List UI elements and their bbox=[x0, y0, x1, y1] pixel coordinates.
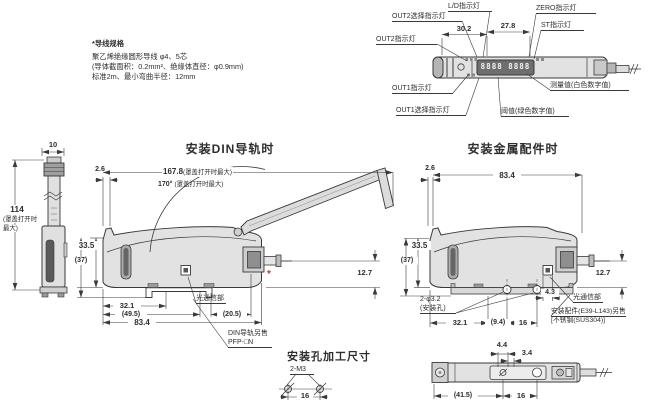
label-bracket-optical-port: 光通信部 bbox=[573, 294, 603, 304]
dim-front-height-note1: (罩盖打开时 bbox=[2, 216, 39, 224]
label-bracket-holes-line1: 2-φ3.2 bbox=[420, 296, 441, 303]
label-bracket-holes-line2: (安装孔) bbox=[420, 305, 456, 315]
dim-bracket-32-1: 32.1 bbox=[446, 318, 474, 328]
dim-din-83-4: 83.4 bbox=[128, 318, 156, 328]
dim-din-49-5: (49.5) bbox=[115, 310, 147, 319]
dim-top-27-8: 27.8 bbox=[500, 21, 516, 30]
dim-bracket-tab: 2.6 bbox=[425, 165, 435, 172]
figure-top-view bbox=[432, 10, 641, 117]
label-din-optical-port: 光通信部 bbox=[196, 295, 226, 305]
dim-din-open-angle: 170° (罩盖打开时最大) bbox=[158, 181, 223, 189]
wire-spec-line2: (导体截面积：0.2mm²、绝缘体直径：φ0.9mm) bbox=[92, 62, 244, 71]
cable-footnote-marker: * bbox=[267, 269, 271, 280]
figure-hole-layout bbox=[279, 373, 332, 400]
dim-bottom-16: 16 bbox=[512, 391, 530, 401]
wire-spec-title: *导线规格 bbox=[92, 39, 125, 48]
label-threshold-value: 阈值(绿色数字值) bbox=[501, 108, 569, 118]
dim-din-tab: 2.6 bbox=[95, 166, 105, 173]
dim-bottom-4-4: 4.4 bbox=[496, 340, 508, 349]
dim-din-body-height: 33.5 bbox=[75, 241, 98, 251]
dim-din-32-1: 32.1 bbox=[113, 301, 141, 311]
dim-front-width: 10 bbox=[48, 140, 58, 149]
dim-din-open-length-value: 167.8 bbox=[163, 167, 184, 176]
label-out1-select-indicator: OUT1选择指示灯 bbox=[396, 107, 466, 117]
dim-bracket-total-height: (37) bbox=[396, 257, 418, 266]
label-zero-indicator: ZERO指示灯 bbox=[536, 5, 596, 15]
dim-front-height: 114 bbox=[5, 204, 29, 215]
dim-din-cable-offset: 12.7 bbox=[357, 268, 372, 277]
dim-din-open-angle-note: (罩盖打开时最大) bbox=[174, 181, 224, 188]
label-out2-indicator: OUT2指示灯 bbox=[376, 36, 437, 46]
title-bracket-mount: 安装金属配件时 bbox=[467, 142, 559, 156]
dim-din-open-length: 167.8(罩盖打开时最大) bbox=[162, 167, 234, 178]
wire-spec-line1: 聚乙烯绝缘圆形导线 φ4、5芯 bbox=[92, 52, 188, 61]
label-hole-thread: 2-M3 bbox=[290, 366, 314, 376]
label-ld-indicator: L/D指示灯 bbox=[448, 3, 492, 13]
dim-din-open-length-note: (罩盖打开时最大) bbox=[183, 169, 233, 176]
wire-spec-line3: 标准2m、最小弯曲半径：12mm bbox=[92, 72, 196, 81]
dim-bracket-length: 83.4 bbox=[493, 171, 521, 181]
dim-bracket-9-4: (9.4) bbox=[485, 319, 511, 328]
label-measured-value: 测量值(白色数字值) bbox=[550, 82, 629, 92]
dim-din-20-5: (20.5) bbox=[217, 310, 247, 319]
title-hole-layout: 安装孔加工尺寸 bbox=[287, 351, 371, 363]
dim-bracket-16: 16 bbox=[515, 318, 531, 328]
figure-bracket-mount bbox=[400, 172, 627, 327]
label-out2-select-indicator: OUT2选择指示灯 bbox=[392, 13, 462, 23]
label-st-indicator: ST指示灯 bbox=[541, 22, 584, 32]
dim-bracket-cable-offset: 12.7 bbox=[595, 268, 611, 277]
label-out1-indicator: OUT1指示灯 bbox=[392, 85, 453, 95]
dim-front-height-note2: 最大) bbox=[2, 225, 19, 233]
dim-hole-pitch: 16 bbox=[297, 391, 313, 401]
figure-bottom-view bbox=[431, 351, 612, 399]
dim-din-total-height: (37) bbox=[70, 257, 92, 266]
dim-bottom-3-4: 3.4 bbox=[521, 348, 533, 357]
dim-din-open-angle-value: 170° bbox=[158, 181, 173, 188]
label-bracket-accessory-line1: 安装配件(E39-L143)另售 bbox=[551, 308, 626, 317]
dim-bottom-41-5: (41.5) bbox=[448, 392, 478, 401]
title-din-mount: 安装DIN导轨时 bbox=[185, 142, 275, 156]
dim-bracket-body-height: 33.5 bbox=[408, 241, 431, 251]
figure-front-view bbox=[12, 148, 68, 298]
label-din-rail-line1: DIN导轨另售 bbox=[228, 330, 269, 337]
label-din-rail-line2: PFP-□N bbox=[228, 339, 272, 349]
dim-bracket-port-4-3: 4.3 bbox=[541, 289, 559, 298]
label-bracket-accessory-line2: [不锈钢(SUS304)] bbox=[551, 317, 606, 324]
figure-din-mount bbox=[77, 166, 395, 348]
display-digits: 8888 8888 bbox=[480, 62, 531, 71]
dim-top-30-2: 30.2 bbox=[456, 24, 472, 33]
